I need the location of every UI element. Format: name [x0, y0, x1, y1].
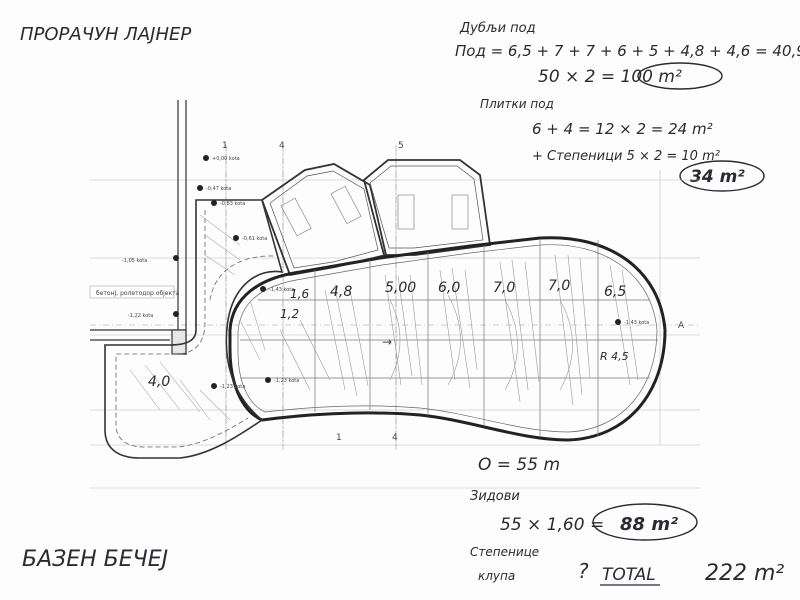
hex-deck-left — [260, 163, 388, 277]
elevation-marker: -0,83 kota — [211, 200, 245, 207]
depth-label-5: 7,0 — [548, 278, 570, 294]
walls-formula: 55 × 1,60 = — [500, 515, 604, 535]
shallow-floor-total: 34 m² — [690, 167, 745, 187]
kids-pool-step-line — [209, 255, 276, 301]
deep-floor-formula: Под = 6,5 + 7 + 7 + 6 + 5 + 4,8 + 4,6 = … — [455, 42, 800, 60]
elevation-marker: -1,22 kota — [128, 311, 179, 319]
axis-label-4-bottom: 4 — [392, 433, 398, 443]
elevation-marker: -0,61 kota — [233, 235, 267, 242]
hex-deck-right — [362, 159, 492, 256]
shallow-floor-heading: Плитки под — [480, 97, 554, 111]
hex-deck-right-inner — [369, 165, 484, 249]
title-top-left: ПРОРАЧУН ЛАЈНЕР — [20, 24, 191, 45]
elevation-markers: +0,00 kota -0,47 kota -0,83 kota -0,61 k… — [122, 155, 649, 390]
title-bottom-left: БАЗЕН БЕЧЕЈ — [22, 547, 168, 572]
sun-loungers — [280, 185, 469, 237]
left-wall-note-box — [89, 285, 175, 299]
elevation-marker: -0,47 kota — [197, 185, 231, 192]
left-wall-note: бетонЈ, ролетодор објекта — [96, 290, 180, 297]
kids-pool-hatching — [129, 214, 266, 421]
svg-text:-0,83 kota: -0,83 kota — [220, 201, 245, 207]
axis-label-1-bottom: 1 — [336, 433, 342, 443]
depth-label-4: 7,0 — [493, 280, 515, 296]
walls-heading: Зидови — [470, 489, 520, 504]
svg-text:-0,47 kota: -0,47 kota — [206, 186, 231, 192]
pool-hatching — [279, 254, 639, 406]
total-value: 222 m² — [705, 561, 784, 586]
walls-result-circle — [592, 503, 698, 541]
svg-text:-1,22 kota: -1,22 kota — [128, 313, 153, 319]
shallow-floor-formula: 6 + 4 = 12 × 2 = 24 m² — [532, 120, 713, 138]
steps-formula: + Степеници 5 × 2 = 10 m² — [532, 149, 720, 164]
depth-label-1: 4,8 — [330, 284, 352, 300]
kids-depth-label-3: 1,6 — [290, 287, 309, 301]
svg-text:-1,23 kota: -1,23 kota — [274, 378, 299, 384]
flow-arrow: → — [382, 335, 392, 349]
axis-label-a: A — [678, 321, 685, 331]
walls-result: 88 m² — [620, 514, 678, 535]
shallow-floor-total-circle — [679, 160, 765, 192]
elevation-marker: +0,00 kota — [203, 155, 240, 162]
depth-label-2: 5,00 — [385, 280, 416, 296]
axis-label-5: 5 — [398, 141, 404, 151]
total-label: TOTAL — [602, 565, 656, 585]
footer-note-line1: Степенице — [470, 545, 539, 559]
depth-label-6: 6,5 — [604, 284, 626, 300]
elevation-marker: -1,43 kota — [260, 286, 294, 293]
footer-note-line2: клупа — [478, 569, 515, 583]
building-walls — [90, 100, 187, 355]
axis-label-1: 1 — [222, 141, 228, 151]
kids-pool-inner-dashed — [115, 210, 249, 448]
svg-text:-1,43 kota: -1,43 kota — [269, 287, 294, 293]
kids-depth-label-1: 4,0 — [148, 374, 170, 390]
svg-text:+0,00 kota: +0,00 kota — [212, 156, 240, 162]
svg-text:-1,05 kota: -1,05 kota — [122, 258, 147, 264]
radius-label: R 4,5 — [600, 350, 629, 363]
deep-floor-result: 50 × 2 = 100 m² — [538, 67, 682, 87]
elevation-marker: -1,43 kota — [615, 319, 649, 326]
depth-label-3: 6,0 — [438, 280, 460, 296]
elevation-marker: -1,05 kota — [122, 255, 179, 264]
elevation-marker: -1,23 kota — [265, 377, 299, 384]
svg-text:-1,23 kota: -1,23 kota — [220, 384, 245, 390]
hex-deck-left-inner — [269, 170, 379, 269]
pool-tile-grid — [240, 240, 658, 437]
perimeter-label: O = 55 m — [478, 455, 560, 475]
kids-depth-label-2: 1,2 — [280, 307, 299, 321]
svg-text:-0,61 kota: -0,61 kota — [242, 236, 267, 242]
svg-text:-1,43 kota: -1,43 kota — [624, 320, 649, 326]
main-pool-inner-outline — [237, 244, 658, 433]
kids-pool-outline — [104, 199, 284, 459]
axis-label-4: 4 — [279, 141, 285, 151]
question-mark: ? — [578, 559, 589, 583]
main-pool-outline — [228, 236, 667, 442]
elevation-marker: -1,23 kota — [211, 383, 245, 390]
deep-floor-heading: Дубљи под — [459, 21, 536, 36]
deep-floor-result-circle — [637, 62, 723, 90]
